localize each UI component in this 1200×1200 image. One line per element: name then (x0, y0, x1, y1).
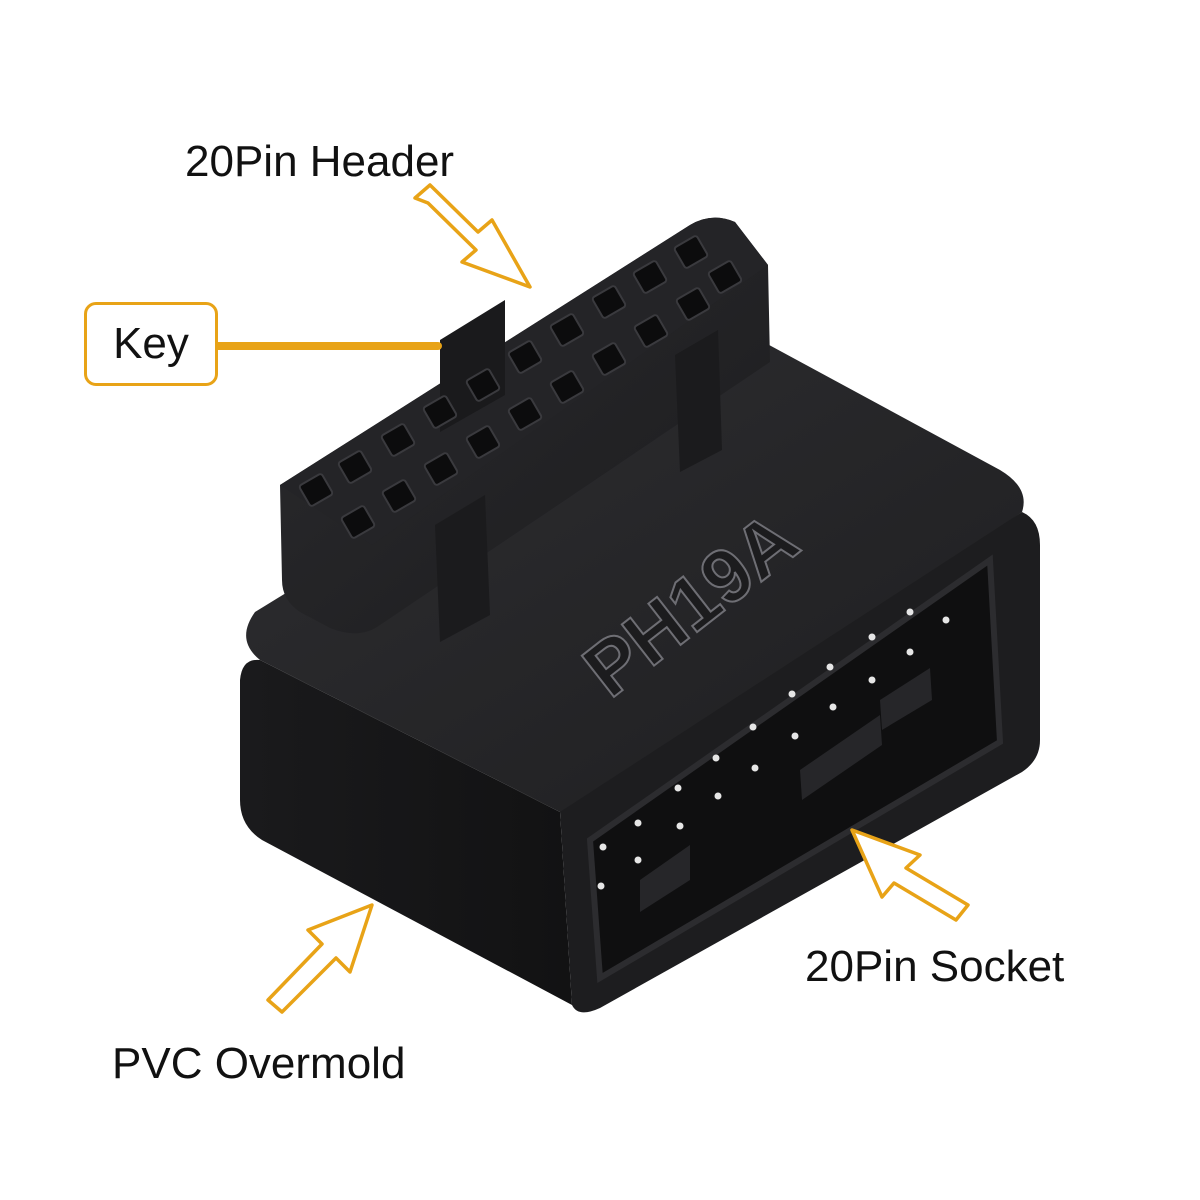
socket-cavity (586, 554, 1004, 984)
body-top-face (246, 335, 1024, 817)
header-top-face (280, 217, 768, 546)
label-key: Key (113, 319, 189, 368)
socket-ribs (640, 668, 932, 912)
label-20pin-header: 20Pin Header (185, 137, 455, 186)
label-20pin-socket: 20Pin Socket (805, 942, 1065, 991)
arrow-to-overmold-icon (266, 903, 374, 1014)
arrow-to-socket-icon (850, 828, 970, 922)
header-ribs (435, 330, 722, 642)
arrow-to-header-icon (413, 183, 532, 289)
socket-pins (597, 608, 950, 890)
header-key (440, 300, 505, 432)
key-callout-box: Key (84, 302, 218, 386)
header-pin-holes (298, 235, 743, 539)
body-front-face (240, 659, 572, 1005)
label-pvc-overmold: PVC Overmold (112, 1039, 406, 1088)
